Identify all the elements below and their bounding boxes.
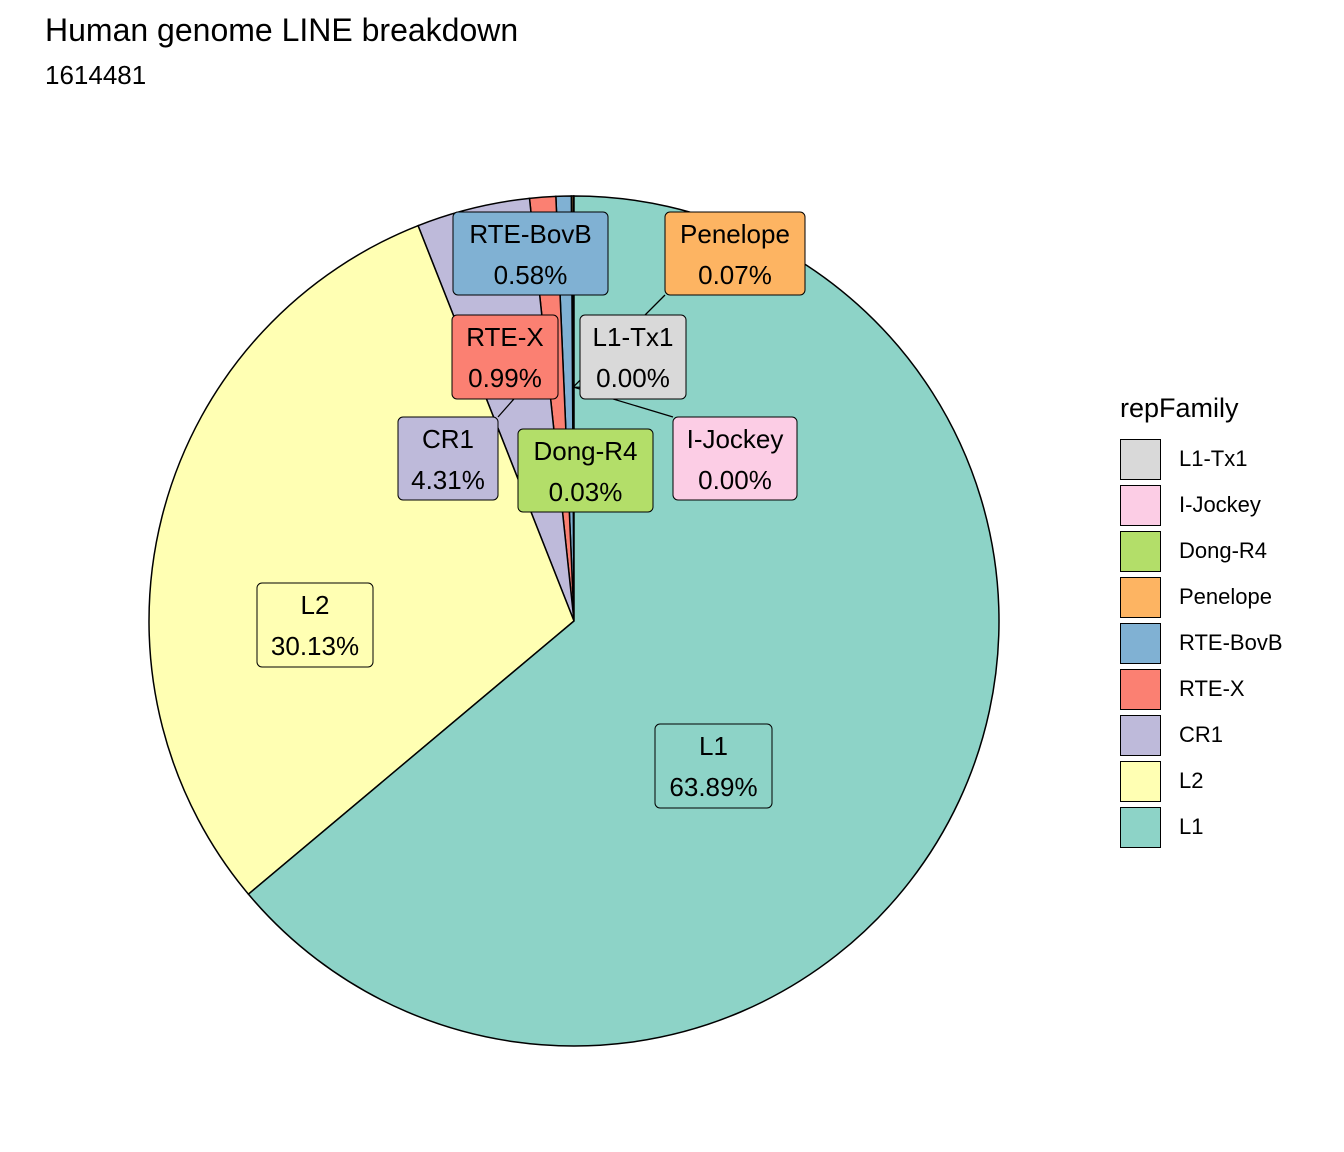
slice-label-box (664, 211, 806, 296)
slice-label-name: RTE-BovB (469, 219, 591, 249)
slice-label-percent: 30.13% (271, 631, 359, 661)
legend-label: L2 (1179, 768, 1204, 793)
slice-labels: L1-Tx1 0.00% I-Jockey 0.00% Dong-R4 0.03% Pene… (256, 211, 806, 809)
slice-label-box (256, 582, 374, 668)
slice-label-box (517, 428, 654, 513)
slice-label-box (672, 416, 798, 501)
legend-label: Dong-R4 (1179, 538, 1268, 563)
pie-slice-l1 (247, 195, 1000, 1047)
legend-label: RTE-BovB (1179, 630, 1283, 655)
legend-item-l2: L2 (1120, 758, 1283, 804)
slice-label-percent: 4.31% (411, 465, 485, 495)
slice-label-percent: 0.00% (596, 363, 670, 393)
slice-label-rte-bovb: RTE-BovB 0.58% (452, 211, 609, 296)
legend-label: L1-Tx1 (1179, 446, 1248, 471)
slice-label-l1: L1 63.89% (654, 723, 773, 809)
legend-item-l1: L1 (1120, 804, 1283, 850)
slice-label-box (654, 723, 773, 809)
slice-label-box (397, 416, 499, 501)
slice-label-box (579, 314, 687, 400)
legend-key (1120, 622, 1161, 664)
legend-title: repFamily (1120, 393, 1239, 423)
legend-key (1120, 438, 1161, 480)
legend-label: RTE-X (1179, 676, 1245, 701)
slice-label-name: CR1 (422, 424, 474, 454)
legend-key (1120, 806, 1161, 848)
slice-label-rte-x: RTE-X 0.99% (451, 314, 559, 400)
slice-label-name: Dong-R4 (533, 436, 637, 466)
slice-label-l2: L2 30.13% (256, 582, 374, 668)
slice-label-l1-tx1: L1-Tx1 0.00% (579, 314, 687, 400)
slice-label-percent: 63.89% (669, 772, 757, 802)
slice-label-name: L1-Tx1 (593, 322, 674, 352)
legend-item-cr1: CR1 (1120, 712, 1283, 758)
legend-key (1120, 760, 1161, 802)
slice-label-percent: 0.99% (468, 363, 542, 393)
legend-key (1120, 668, 1161, 710)
slice-label-percent: 0.03% (549, 477, 623, 507)
slice-label-dong-r4: Dong-R4 0.03% (517, 428, 654, 513)
slice-label-percent: 0.00% (698, 465, 772, 495)
slice-label-name: L1 (699, 731, 728, 761)
legend-item-penelope: Penelope (1120, 574, 1283, 620)
legend-key (1120, 484, 1161, 526)
legend-item-l1-tx1: L1-Tx1 (1120, 436, 1283, 482)
legend-key (1120, 576, 1161, 618)
legend-key (1120, 714, 1161, 756)
chart-title: Human genome LINE breakdown (45, 12, 519, 48)
slice-label-name: RTE-X (466, 322, 544, 352)
slice-label-percent: 0.58% (494, 260, 568, 290)
legend-item-dong-r4: Dong-R4 (1120, 528, 1283, 574)
slice-label-penelope: Penelope 0.07% (664, 211, 806, 296)
slice-label-cr1: CR1 4.31% (397, 416, 499, 501)
legend-item-rte-bovb: RTE-BovB (1120, 620, 1283, 666)
chart-subtitle: 1614481 (45, 60, 147, 90)
legend-item-i-jockey: I-Jockey (1120, 482, 1283, 528)
slice-label-box (451, 314, 559, 400)
legend-label: CR1 (1179, 722, 1224, 747)
legend-item-rte-x: RTE-X (1120, 666, 1283, 712)
slice-label-box (452, 211, 609, 296)
legend-label: I-Jockey (1179, 492, 1261, 517)
legend-label: Penelope (1179, 584, 1272, 609)
slice-label-percent: 0.07% (698, 260, 772, 290)
slice-label-name: I-Jockey (687, 424, 784, 454)
legend-key (1120, 530, 1161, 572)
slice-label-name: L2 (301, 590, 330, 620)
legend-label: L1 (1179, 814, 1204, 839)
slice-label-i-jockey: I-Jockey 0.00% (672, 416, 798, 501)
slice-label-name: Penelope (680, 219, 790, 249)
